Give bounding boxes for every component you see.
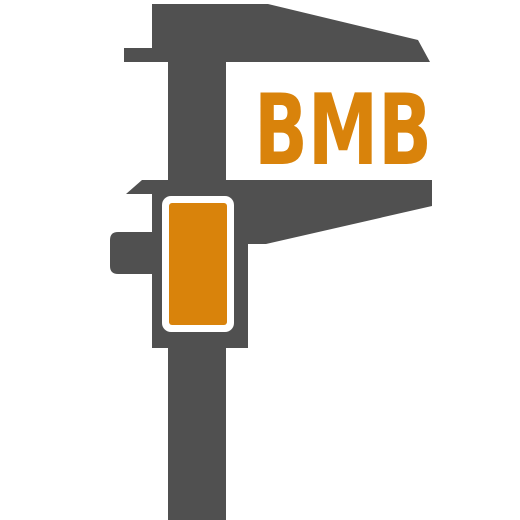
lower-jaw [242,180,432,244]
upper-jaw [124,4,430,62]
slider-knob [110,232,152,274]
brand-wordmark: BMB [254,74,432,188]
reading-window [169,203,227,325]
